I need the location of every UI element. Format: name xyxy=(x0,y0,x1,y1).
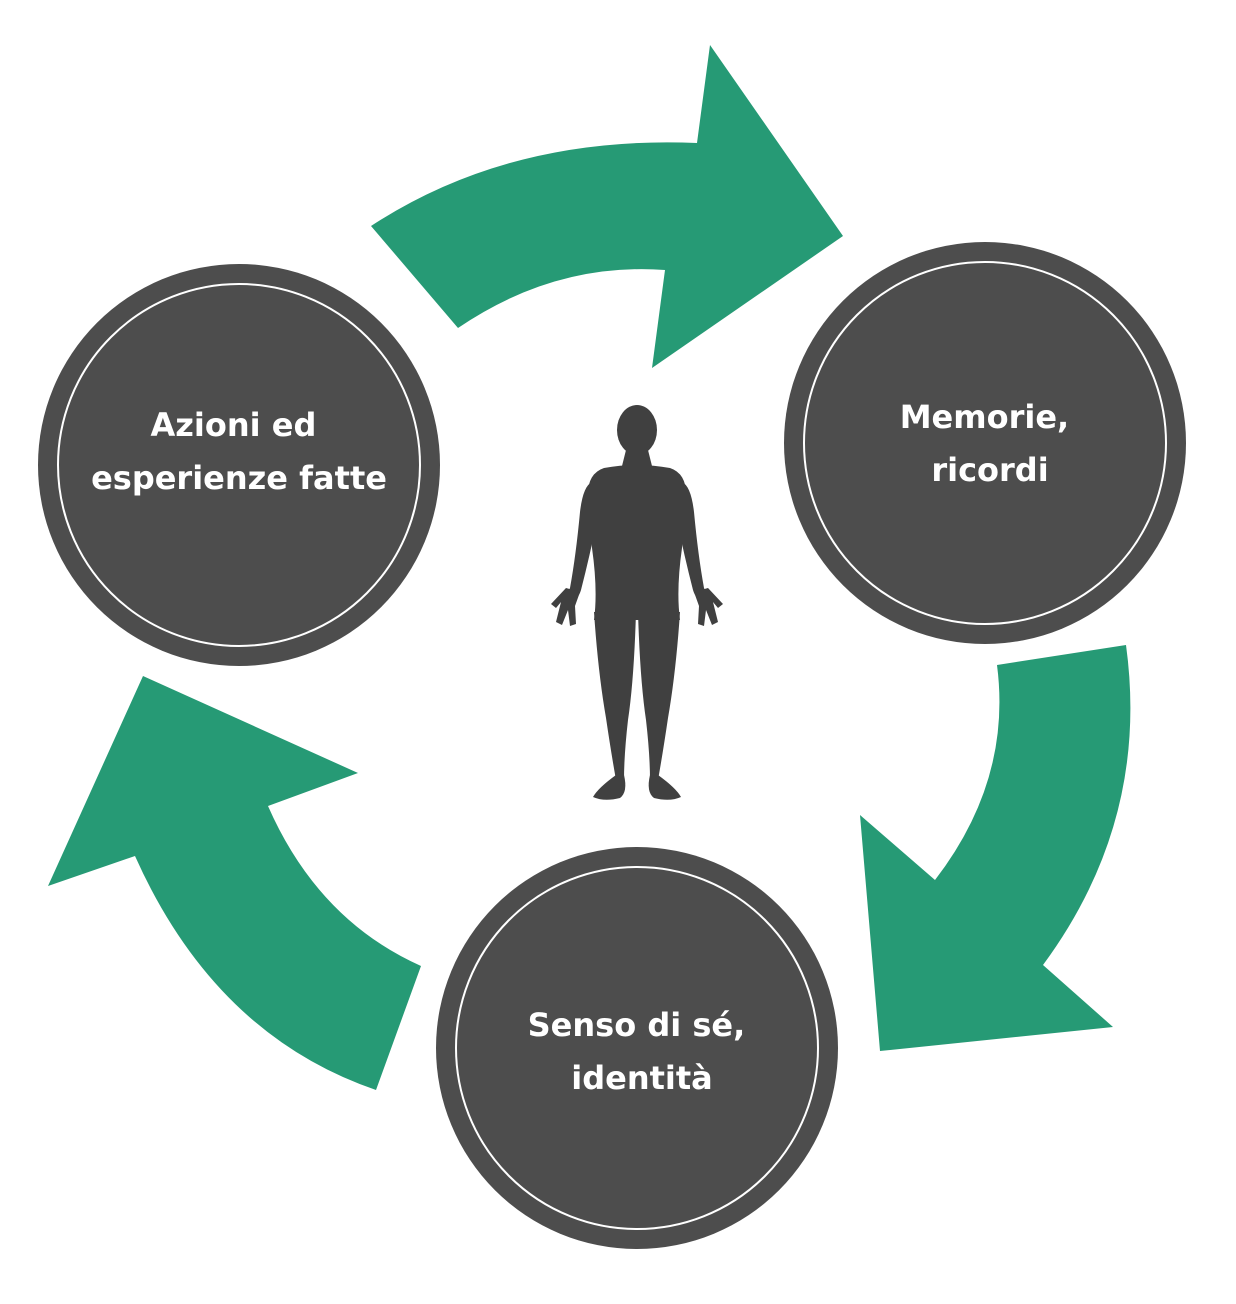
human-figure-icon xyxy=(551,405,723,800)
node-memorie-label-line2: ricordi xyxy=(931,451,1048,489)
node-senso-circle xyxy=(436,847,838,1249)
node-senso-label: Senso di sé, identità xyxy=(528,1006,757,1097)
node-senso-label-line2: identità xyxy=(571,1059,713,1097)
node-senso: Senso di sé, identità xyxy=(436,847,838,1249)
node-azioni-label-line1: Azioni ed xyxy=(151,406,317,444)
node-azioni: Azioni ed esperienze fatte xyxy=(38,264,440,666)
node-azioni-circle xyxy=(38,264,440,666)
node-memorie-label: Memorie, ricordi xyxy=(900,398,1081,489)
arrow-senso-to-azioni xyxy=(48,676,421,1090)
node-memorie-circle xyxy=(784,242,1186,644)
arrow-memorie-to-senso xyxy=(860,645,1131,1051)
node-azioni-label-line2: esperienze fatte xyxy=(91,459,387,497)
node-memorie: Memorie, ricordi xyxy=(784,242,1186,644)
node-senso-ring xyxy=(455,866,819,1230)
node-azioni-ring xyxy=(57,283,421,647)
node-memorie-label-line1: Memorie, xyxy=(900,398,1069,436)
node-memorie-ring xyxy=(803,261,1167,625)
node-senso-label-line1: Senso di sé, xyxy=(528,1006,746,1044)
node-azioni-label: Azioni ed esperienze fatte xyxy=(91,406,387,497)
arrow-azioni-to-memorie xyxy=(371,45,843,368)
